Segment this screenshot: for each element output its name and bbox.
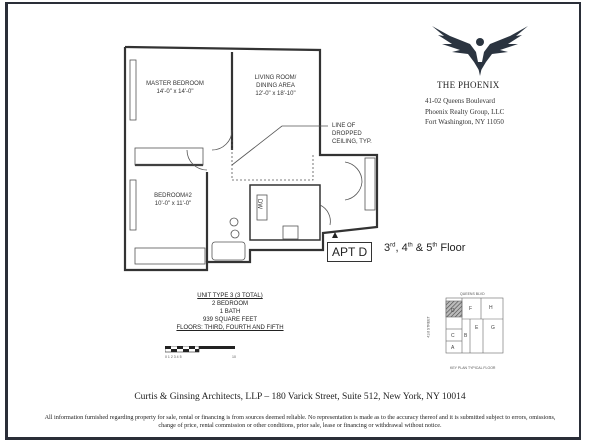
unit-line: 939 SQUARE FEET	[202, 317, 258, 323]
room-label-bedroom2: BEDROOM#2 10'-0" x 11'-0"	[138, 192, 208, 208]
key-unit: C	[451, 333, 455, 339]
kitchen	[249, 184, 321, 241]
key-caption: KEY PLAN TYPICAL FLOOR	[450, 366, 496, 370]
room-size: 10'-0" x 11'-0"	[154, 201, 192, 207]
note-line: DROPPED	[332, 131, 362, 137]
room-name: LIVING ROOM/ DINING AREA	[254, 75, 297, 89]
key-unit: E	[475, 325, 479, 331]
key-unit: D	[451, 308, 455, 314]
phoenix-logo	[432, 26, 528, 76]
key-street-top: QUEENS BLVD	[460, 292, 485, 296]
unit-title: UNIT TYPE 3 (3 TOTAL)	[197, 293, 263, 299]
key-unit: G	[491, 325, 495, 331]
room-label-master: MASTER BEDROOM 14'-0" x 14'-0"	[140, 80, 210, 96]
note-line: CEILING, TYP.	[332, 139, 372, 145]
floor-num: 5	[426, 242, 433, 254]
note-line: LINE OF	[332, 123, 356, 129]
floor-suffix: th	[432, 242, 438, 249]
dishwasher-label: DW	[256, 199, 262, 209]
address-line: Phoenix Realty Group, LLC	[425, 107, 505, 116]
address-line: Fort Washington, NY 11050	[425, 118, 504, 126]
apt-label: APT D	[327, 242, 373, 262]
key-unit: F	[469, 306, 472, 312]
scale-end: 10	[232, 355, 236, 359]
room-size: 14'-0" x 14'-0"	[156, 89, 194, 95]
architect-credit: Curtis & Ginsing Architects, LLP – 180 V…	[134, 392, 466, 402]
brand-title: THE PHOENIX	[437, 80, 500, 90]
page-border	[5, 2, 581, 440]
scale-bar	[165, 346, 235, 353]
room-label-living: LIVING ROOM/ DINING AREA 12'-0" x 18'-10…	[248, 74, 303, 98]
key-plan: D F H C E G B A	[445, 297, 504, 354]
floor-num: 3	[384, 242, 391, 254]
floors-label: 3rd, 4th & 5th Floor	[384, 242, 466, 254]
floor-suffix: rd	[390, 242, 396, 249]
entry-arrow-icon	[332, 232, 338, 238]
room-name: BEDROOM#2	[154, 193, 192, 199]
address-line: 41-02 Queens Boulevard	[425, 97, 495, 105]
brand-address: 41-02 Queens Boulevard Phoenix Realty Gr…	[425, 96, 504, 128]
outer-wall	[123, 45, 379, 272]
floor-suffix: th	[407, 242, 413, 249]
unit-line: 2 BEDROOM	[211, 301, 248, 307]
room-name: MASTER BEDROOM	[146, 81, 204, 87]
key-street-side: 41st STREET	[426, 316, 431, 338]
key-unit: H	[489, 305, 493, 311]
unit-line: FLOORS: THIRD, FOURTH AND FIFTH	[176, 325, 284, 331]
floor-word: Floor	[440, 242, 466, 254]
unit-line: 1 BATH	[219, 309, 241, 315]
scale-ticks: 0 1 2 3 4 5	[165, 355, 182, 359]
key-unit: A	[451, 345, 455, 351]
floor-num: 4	[401, 242, 408, 254]
unit-info: UNIT TYPE 3 (3 TOTAL) 2 BEDROOM 1 BATH 9…	[150, 292, 310, 332]
key-unit: B	[464, 333, 468, 339]
dropped-ceiling-note: LINE OF DROPPED CEILING, TYP.	[332, 122, 372, 146]
disclaimer: All information furnished regarding prop…	[44, 414, 556, 429]
room-size: 12'-0" x 18'-10"	[255, 91, 296, 97]
